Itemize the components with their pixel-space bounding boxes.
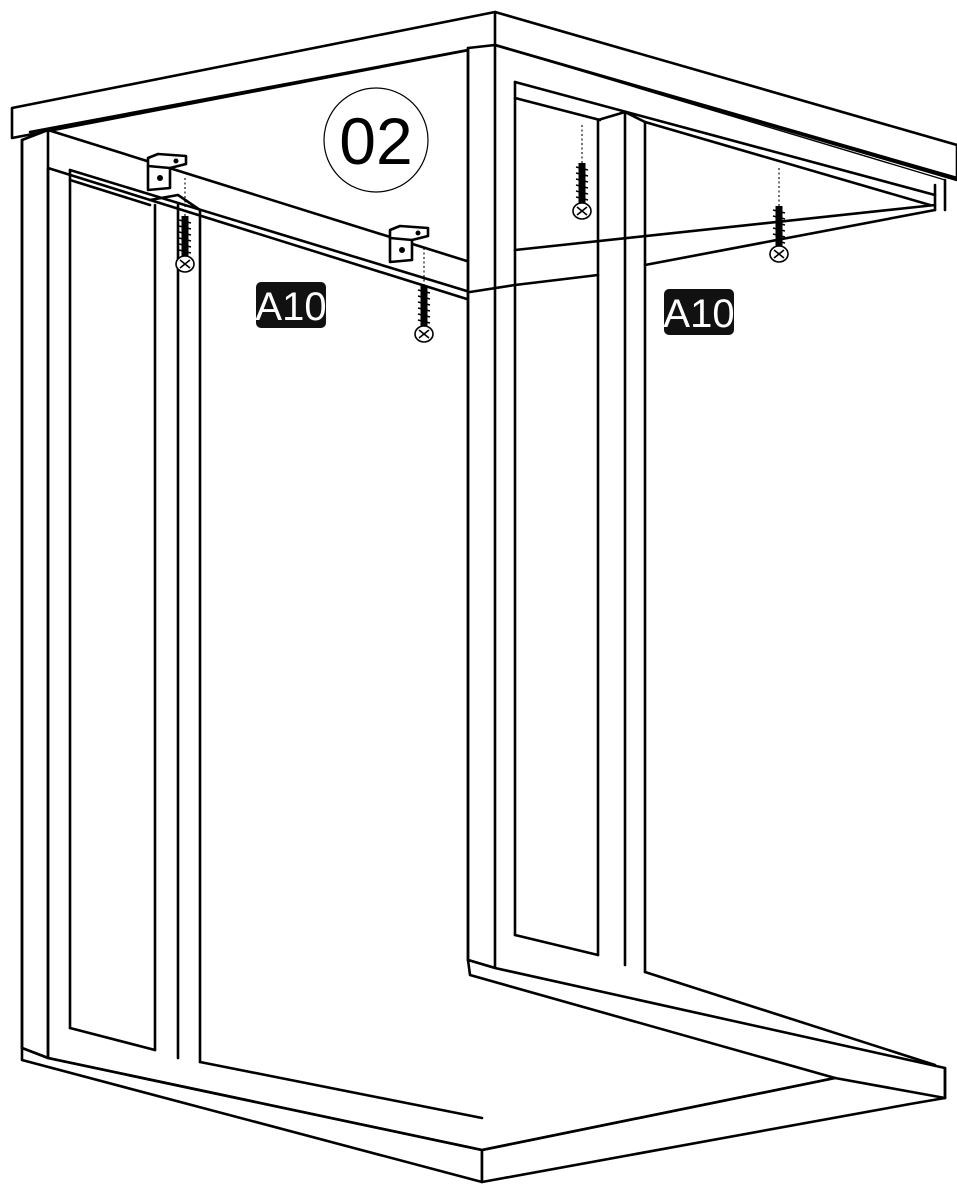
part-label-left: A10 — [255, 282, 327, 329]
screw-icon — [572, 124, 592, 220]
step-number: 02 — [339, 104, 412, 178]
screw-icon — [769, 167, 789, 263]
l-bracket-icon — [388, 224, 430, 264]
part-label-right-text: A10 — [663, 292, 734, 336]
right-frame — [466, 43, 947, 1184]
left-frame — [20, 128, 484, 1184]
part-label-right: A10 — [663, 289, 735, 336]
step-badge: 02 — [323, 87, 429, 193]
l-bracket-icon — [146, 152, 188, 192]
part-label-left-text: A10 — [255, 285, 326, 329]
